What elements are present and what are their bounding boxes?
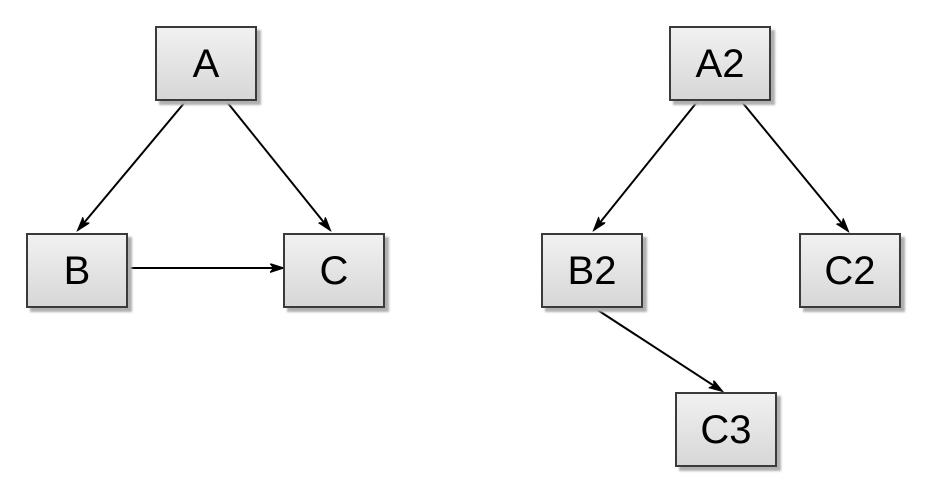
edge-A2-C2[interactable]: [741, 101, 848, 231]
node-B2[interactable]: B2: [541, 233, 643, 308]
edges-group: [78, 101, 848, 391]
node-C3[interactable]: C3: [675, 392, 777, 467]
edge-B2-C3[interactable]: [592, 306, 722, 391]
node-label-A2: A2: [695, 41, 745, 86]
node-A[interactable]: A: [155, 26, 257, 101]
node-label-C2: C2: [824, 248, 876, 293]
edge-A-C[interactable]: [226, 101, 330, 230]
edge-A-B[interactable]: [78, 101, 186, 230]
node-C[interactable]: C: [283, 233, 385, 308]
node-C2[interactable]: C2: [799, 233, 901, 308]
node-label-B2: B2: [567, 248, 617, 293]
edge-A2-B2[interactable]: [594, 101, 698, 230]
node-label-B: B: [63, 248, 91, 293]
node-label-C3: C3: [700, 407, 752, 452]
node-label-A: A: [192, 41, 220, 86]
node-label-C: C: [319, 248, 349, 293]
node-B[interactable]: B: [26, 233, 128, 308]
node-A2[interactable]: A2: [669, 26, 771, 101]
